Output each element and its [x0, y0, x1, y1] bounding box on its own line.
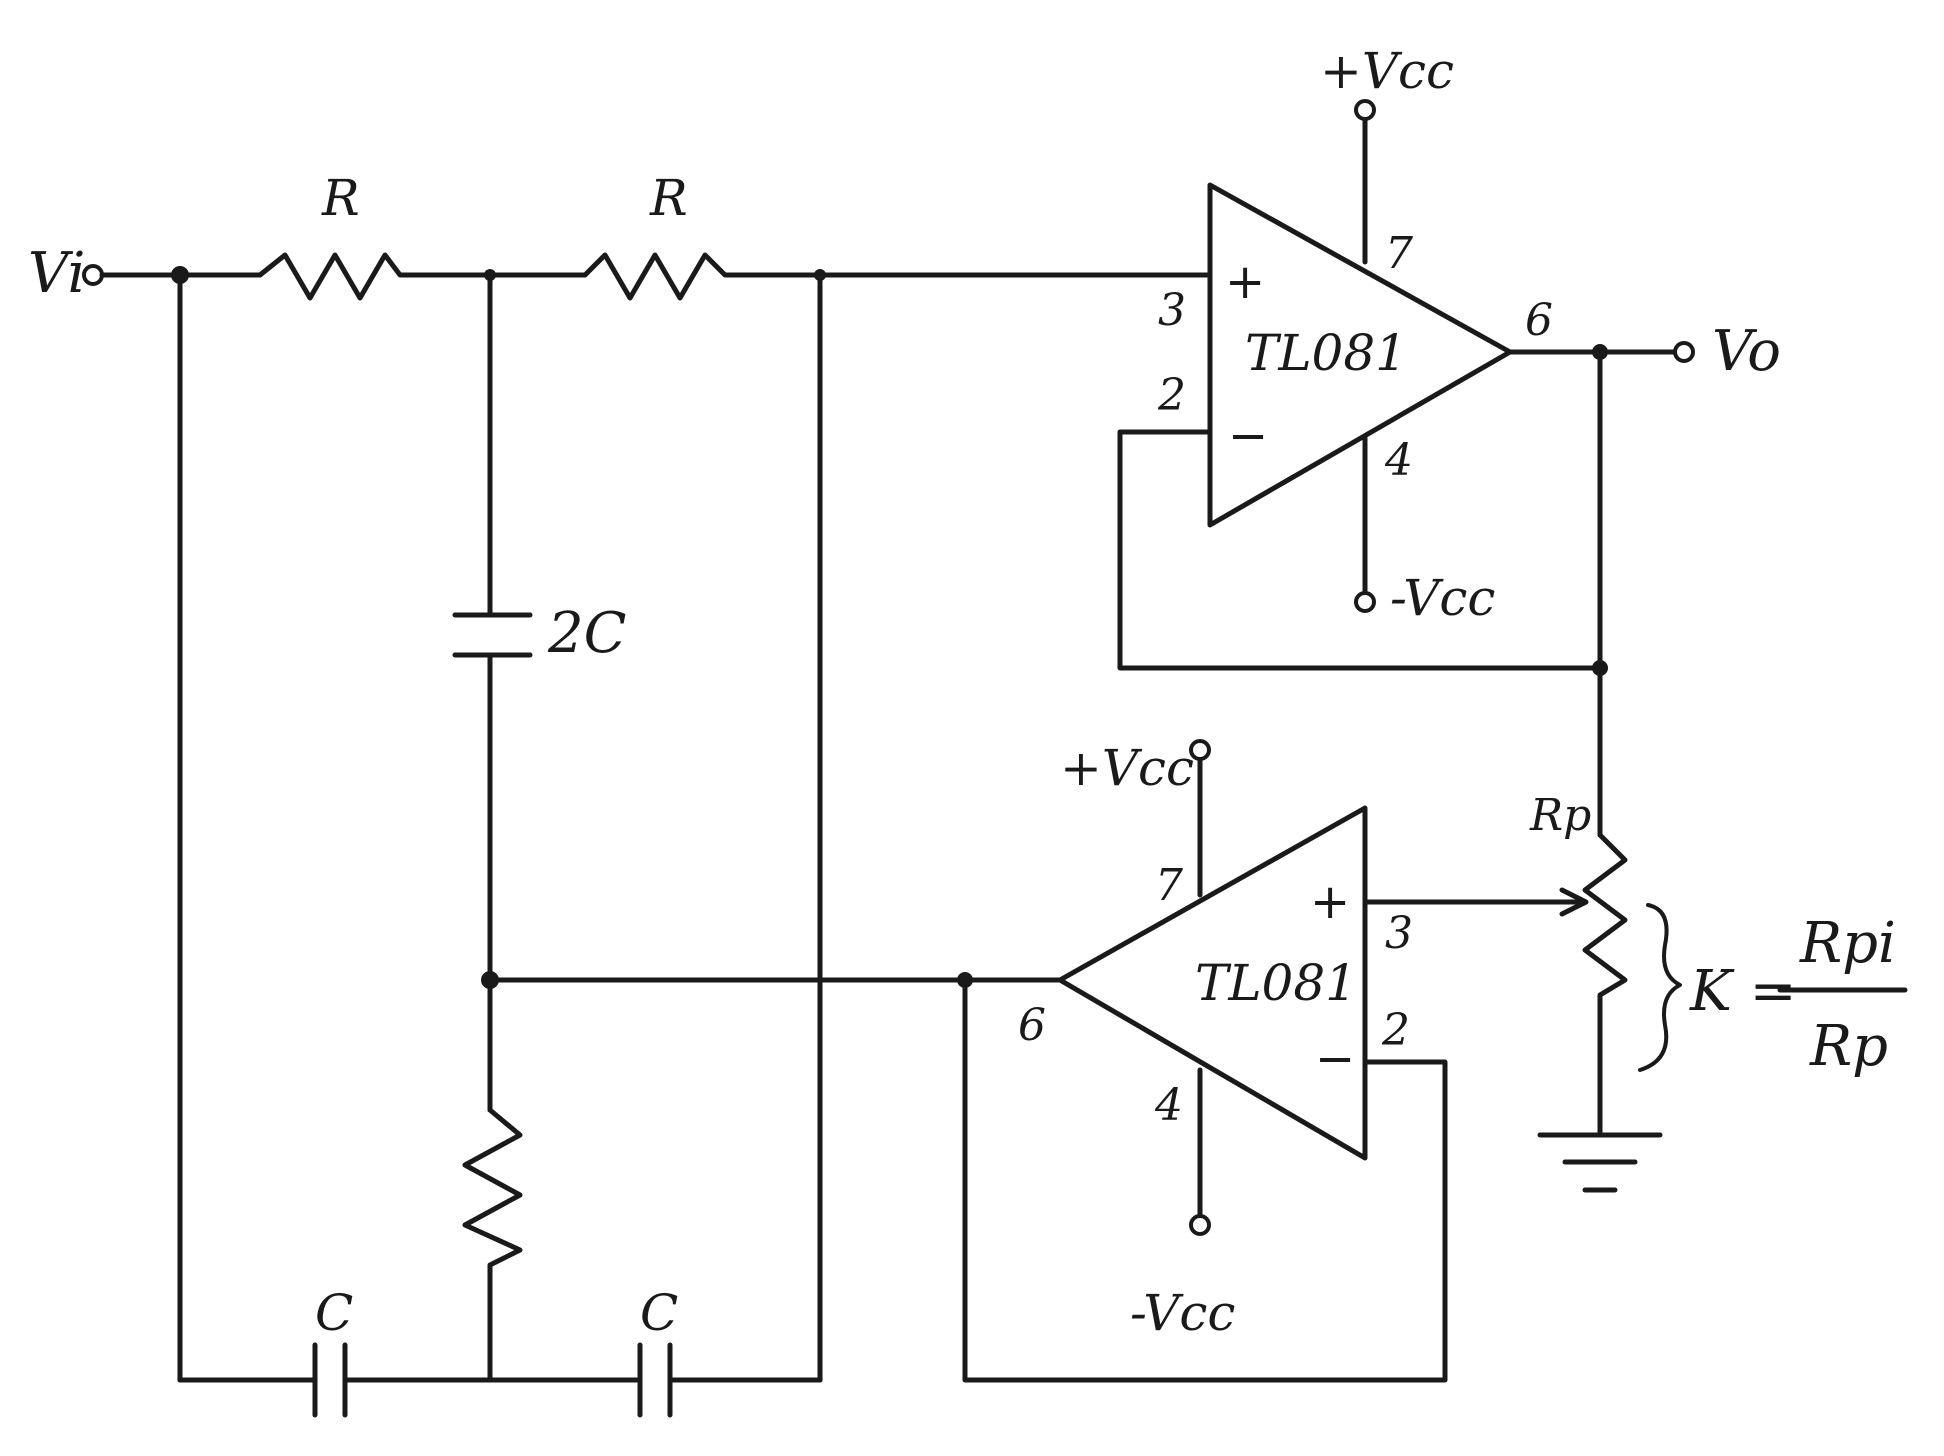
junction-feedback-top [1592, 660, 1608, 676]
opamp-bottom-pin-2: 2 [1381, 1005, 1410, 1056]
vo-terminal [1673, 341, 1695, 363]
opamp-top-vneg-terminal [1354, 591, 1376, 613]
k-numerator: Rpi [1799, 911, 1896, 976]
opamp-bottom-plus-sign: + [1310, 874, 1350, 930]
wiper-brace [1638, 903, 1682, 1072]
potentiometer-rp [1582, 832, 1628, 1138]
opamp-bottom-vneg-label: -Vcc [1130, 1284, 1235, 1342]
opamp-top-pin-6: 6 [1525, 295, 1553, 346]
resistor-shunt [462, 1107, 523, 1383]
opamp-bottom-triangle [1057, 805, 1368, 1161]
opamp-bottom-minus-sign: − [1315, 1031, 1355, 1087]
r2-label: R [649, 169, 688, 227]
cap-2c-label: 2C [547, 601, 626, 666]
opamp-top-plus-sign: + [1225, 254, 1265, 310]
opamp-top: TL081 + − 3 2 6 7 4 +Vcc -Vcc [1157, 42, 1553, 627]
opamp-bottom-pin-7: 7 [1155, 860, 1183, 911]
cap-c2-label: C [640, 1284, 678, 1342]
opamp-top-triangle [1207, 182, 1513, 528]
cap-c1-label: C [315, 1284, 353, 1342]
opamp-top-vpos-terminal [1354, 99, 1376, 121]
vo-label: Vo [1712, 319, 1781, 384]
resistor-r1 [257, 252, 588, 301]
vi-label: Vi [28, 241, 85, 306]
opamp-bottom-vpos-terminal [1189, 739, 1211, 761]
wire-bottom-feedback [962, 977, 1448, 1383]
wiper-arrow [1559, 887, 1589, 917]
opamp-bottom-pin-4: 4 [1154, 1080, 1183, 1131]
opamp-bottom-vneg-terminal [1189, 1214, 1211, 1236]
opamp-top-vneg-label: -Vcc [1390, 569, 1495, 627]
opamp-bottom-pin-6: 6 [1018, 1000, 1046, 1051]
opamp-top-name: TL081 [1245, 324, 1407, 382]
wire-top-feedback [1117, 429, 1603, 671]
vi-terminal [82, 264, 104, 286]
opamp-top-pin-7: 7 [1385, 228, 1413, 279]
opamp-top-pin-2: 2 [1157, 370, 1186, 421]
opamp-top-pin-4: 4 [1384, 435, 1413, 486]
opamp-bottom: TL081 + − 3 2 6 7 4 +Vcc -Vcc [1018, 739, 1413, 1342]
opamp-top-pin-3: 3 [1158, 285, 1186, 336]
r1-label: R [321, 169, 360, 227]
opamp-top-vpos-label: +Vcc [1320, 42, 1454, 100]
resistor-r2 [582, 252, 1213, 301]
k-denominator: Rp [1809, 1014, 1888, 1079]
opamp-bottom-pin-3: 3 [1385, 908, 1413, 959]
input-node: Vi [28, 241, 104, 306]
opamp-bottom-vpos-label: +Vcc [1060, 739, 1194, 797]
opamp-bottom-name: TL081 [1195, 954, 1357, 1012]
rp-label: Rp [1529, 790, 1591, 841]
opamp-top-minus-sign: − [1228, 408, 1268, 464]
